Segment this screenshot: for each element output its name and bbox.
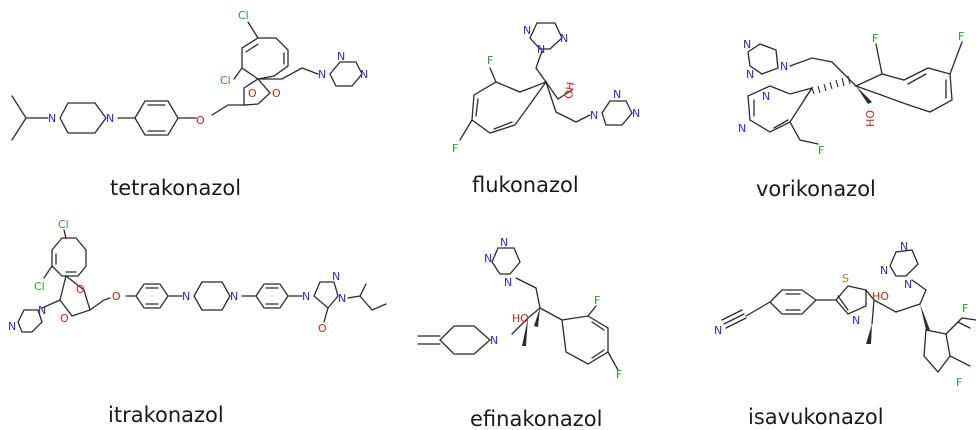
structure-efinakonazol: N N N HO N F F efinakonazol [417,236,622,430]
atom-o: O [196,114,205,127]
atom-n: N [537,43,545,56]
atom-f: F [616,368,622,381]
molecule-name: vorikonazol [756,177,876,201]
molecule-name: itrakonazol [108,403,224,427]
atom-n: N [38,304,46,317]
atom-o: O [76,283,85,296]
atom-n: N [500,236,508,249]
molecule-name: efinakonazol [470,407,602,430]
atom-n: N [8,320,16,333]
structure-flukonazol: N N N OH N N N F F flukonazol [452,22,640,197]
atom-n: N [302,290,310,303]
atom-n: N [900,240,908,253]
atom-n: N [230,290,238,303]
atom-f: F [872,32,878,45]
atom-f: F [452,142,458,155]
atom-n: N [332,270,340,283]
atom-o: O [272,87,281,100]
atom-f: F [956,376,962,389]
molecule-name: isavukonazol [748,405,884,429]
atom-n: N [504,276,512,289]
atom-n: N [338,292,346,305]
atom-f: F [818,144,824,157]
atom-f: F [958,30,964,43]
atom-f: F [962,302,968,315]
atom-n: N [490,334,498,347]
atom-s: S [842,272,849,285]
atom-n: N [738,122,746,135]
atom-n: N [560,32,568,45]
atom-n: N [360,68,368,81]
atom-n: N [714,324,722,337]
atom-n: N [880,264,888,277]
atom-cl: Cl [34,280,45,293]
atom-o: O [248,87,257,100]
molecule-name: tetrakonazol [110,176,241,200]
atom-n: N [613,88,621,101]
atom-n: N [590,109,598,122]
atom-oh: OH [562,81,578,100]
atom-n: N [852,314,860,327]
atom-n: N [106,112,114,125]
atom-n: N [743,38,751,51]
atom-n: N [523,24,531,37]
atom-n: N [762,90,770,103]
atom-n: N [484,252,492,265]
atom-n: N [337,50,345,63]
atom-n: N [780,60,788,73]
atom-o: O [112,290,121,303]
atom-f: F [487,54,493,67]
atom-n: N [746,68,754,81]
atom-o: O [318,322,327,335]
atom-ho: HO [512,312,529,325]
molecule-name: flukonazol [472,173,579,197]
atom-n: N [48,112,56,125]
atom-f: F [594,294,600,307]
atom-cl: Cl [238,9,249,22]
structure-vorikonazol: N N N F F OH N N F vorikonazol [738,30,964,201]
atom-ho: HO [872,290,889,303]
atom-o: O [60,312,69,325]
structure-itrakonazol: Cl Cl O O O N N N N N N N O itrakonazol [8,218,387,427]
atom-n: N [904,278,912,291]
structure-tetrakonazol: N N O O O Cl Cl N N N tetrakonazol [11,9,368,200]
structure-isavukonazol: N N N HO S N N F F isavukonazol [714,240,976,429]
atom-oh: OH [863,110,876,127]
atom-cl: Cl [58,218,69,231]
atom-cl: Cl [220,74,231,87]
atom-n: N [182,290,190,303]
atom-n: N [632,107,640,120]
atom-n: N [318,68,326,81]
